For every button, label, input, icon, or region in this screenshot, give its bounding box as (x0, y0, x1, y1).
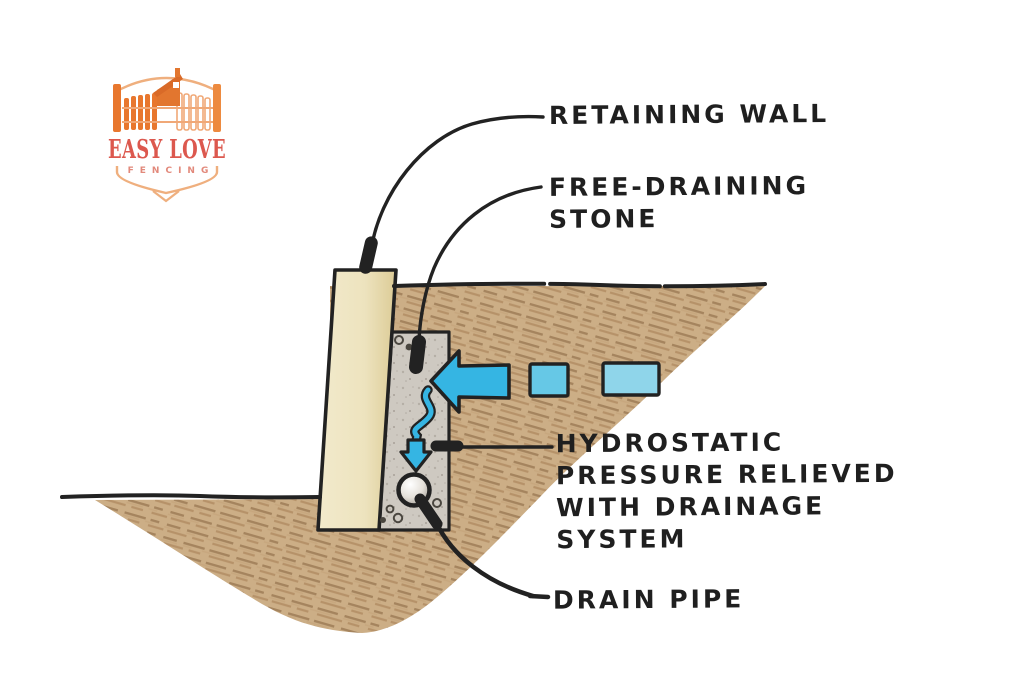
logo-fence-icon (122, 92, 213, 131)
label-free-draining-line1: FREE-DRAINING (548, 171, 810, 202)
logo-subtitle: FENCING (128, 166, 215, 176)
leader-hydrostatic (430, 440, 554, 452)
logo-title: EASY LOVE (108, 135, 226, 165)
label-hydrostatic-line3: WITH DRAINAGE (556, 491, 826, 523)
label-hydrostatic-pressure: HYDROSTATIC PRESSURE RELIEVED WITH DRAIN… (556, 426, 899, 556)
leader-retaining-wall (359, 114, 545, 274)
label-retaining-wall: RETAINING WALL (548, 99, 830, 130)
water-squiggle (412, 387, 434, 444)
label-hydrostatic-line4: SYSTEM (556, 524, 688, 555)
label-free-draining-stone: FREE-DRAINING STONE (549, 170, 810, 236)
retaining-wall-shape (316, 268, 398, 532)
easy-love-fencing-logo: EASY LOVE FENCING (108, 68, 226, 203)
label-free-draining-line2: STONE (549, 204, 659, 234)
pressure-dash-2 (601, 361, 661, 397)
leader-free-draining-stone (409, 185, 543, 374)
label-hydrostatic-line2: PRESSURE RELIEVED (555, 458, 898, 491)
logo-right-post (213, 84, 221, 132)
ground-line-right (392, 281, 767, 289)
ground-line-left (60, 493, 322, 500)
logo-house-icon (153, 68, 183, 106)
pressure-arrow (429, 349, 511, 414)
leader-drain-pipe (414, 493, 551, 600)
logo-badge-bottom (115, 166, 219, 195)
logo-left-post (113, 84, 121, 132)
label-hydrostatic-line1: HYDROSTATIC (555, 427, 785, 459)
label-drain-pipe: DRAIN PIPE (552, 584, 745, 615)
logo-badge-chevron (152, 190, 180, 203)
logo-badge-top-arc (114, 76, 220, 94)
pressure-dash-1 (528, 362, 570, 398)
water-down-arrow (399, 438, 433, 473)
